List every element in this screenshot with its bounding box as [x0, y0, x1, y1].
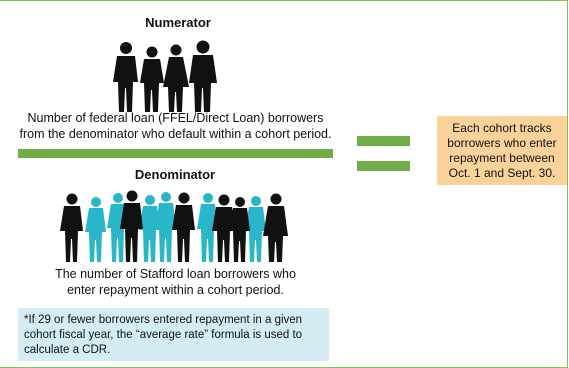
denominator-line-1: The number of Stafford loan borrowers wh…: [55, 267, 296, 281]
footnote-line-3: calculate a CDR.: [24, 344, 111, 356]
cohort-note-text: Each cohort tracks borrowers who enter r…: [447, 121, 556, 181]
denominator-title: Denominator: [134, 167, 216, 182]
numerator-line-1: Number of federal loan (FFEL/Direct Loan…: [27, 111, 324, 125]
footnote-line-2: cohort fiscal year, the “average rate” f…: [24, 329, 303, 341]
denominator-line-2: enter repayment within a cohort period.: [67, 283, 284, 297]
equals-sign-bottom-bar: [357, 161, 410, 171]
footnote-box: *If 29 or fewer borrowers entered repaym…: [18, 308, 329, 361]
fraction-bar: [18, 149, 333, 158]
numerator-line-2: from the denominator who default within …: [19, 127, 332, 141]
people-group-icon: [113, 40, 217, 112]
cohort-note-line-1: Each cohort tracks: [452, 120, 552, 135]
cohort-note-box: Each cohort tracks borrowers who enter r…: [437, 116, 567, 185]
equals-sign-top-bar: [357, 136, 410, 146]
cohort-note-line-3: repayment between: [449, 150, 555, 165]
footnote-line-1: *If 29 or fewer borrowers entered repaym…: [24, 314, 303, 326]
numerator-title: Numerator: [145, 15, 211, 30]
crowd-icon: [60, 190, 288, 262]
cohort-note-line-2: borrowers who enter: [447, 135, 557, 150]
cohort-note-line-4: Oct. 1 and Sept. 30.: [448, 165, 556, 180]
